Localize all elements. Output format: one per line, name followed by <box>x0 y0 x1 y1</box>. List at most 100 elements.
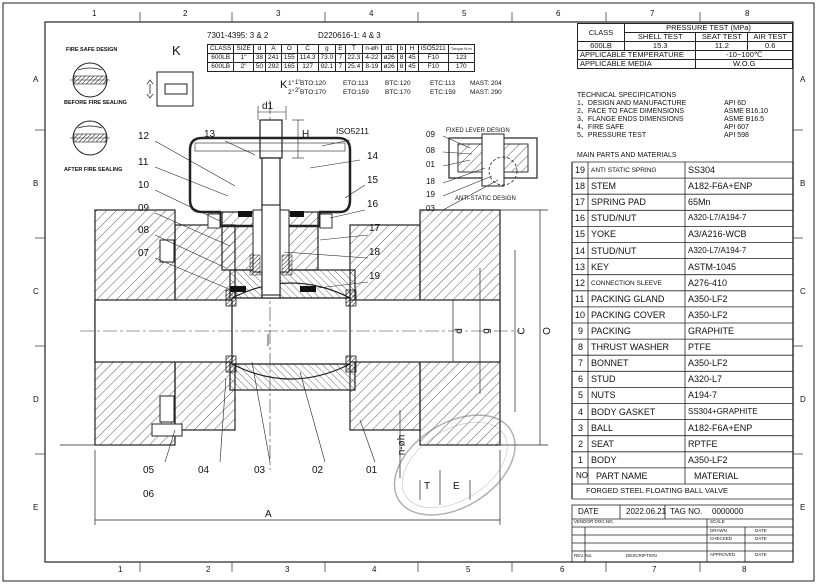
tb-description: DESCRIPTION <box>626 553 657 558</box>
yoke <box>188 136 352 228</box>
stem-assembly <box>188 106 352 346</box>
dim-ref-right: D220616-1: 4 & 3 <box>318 31 381 40</box>
dim-cell: 4-22 <box>362 53 382 63</box>
right-dimensions <box>60 209 548 525</box>
part-number: 5 <box>578 390 584 401</box>
pt-media-val: W.O.G <box>695 59 793 69</box>
pt-shell-label: SHELL TEST <box>623 32 697 42</box>
dim-cell: 45 <box>405 53 419 63</box>
grid-col-1: 1 <box>92 9 97 18</box>
callout-15: 15 <box>367 175 379 186</box>
antistatic-label: ANTI-STATIC DESIGN <box>455 196 516 202</box>
torque-value: BTC:120 <box>385 80 411 87</box>
part-name: BODY <box>591 454 617 465</box>
dim-cell: 123 <box>447 53 475 63</box>
k-sub-1: 1" <box>295 80 301 86</box>
part-number: 14 <box>575 245 586 256</box>
callout-05: 05 <box>143 465 155 476</box>
spec-value: API 607 <box>724 124 749 131</box>
dim-cell: 600LB <box>206 62 235 72</box>
dim-cell: 155 <box>280 53 298 63</box>
fixed-lever-title: FIXED LEVER DESIGN <box>446 128 510 134</box>
grid-row-c-right: C <box>800 287 806 296</box>
spec-value: API 6D <box>724 100 747 107</box>
grid-col-8-bottom: 8 <box>742 565 747 574</box>
tb-drawn: DRAWN <box>710 528 727 533</box>
dim-cell: F10 <box>417 62 449 72</box>
lever-callout-08: 08 <box>426 146 435 155</box>
callout-12: 12 <box>138 131 150 142</box>
seat-left <box>225 289 237 307</box>
dim-cell: 8 <box>396 53 407 63</box>
fire-safe-label: FIRE SAFE DESIGN <box>66 47 118 53</box>
tb-date-col-2: DATE <box>755 536 767 541</box>
dim-cell: 8-19 <box>362 62 382 72</box>
dim-cell: 165 <box>280 62 298 72</box>
dim-col-10: d1 <box>380 44 398 54</box>
grid-col-4-bottom: 4 <box>372 565 377 574</box>
lever-callout-18: 18 <box>426 177 435 186</box>
dim-cell: 241 <box>265 53 282 63</box>
dim-col-8: T <box>344 44 364 54</box>
dim-col-11: b <box>396 44 407 54</box>
part-name: BODY GASKET <box>591 406 656 417</box>
part-number: 12 <box>575 277 586 288</box>
dim-c: C <box>516 327 528 335</box>
dim-d: d <box>453 328 465 334</box>
spec-label: 1、DESIGN AND MANUFACTURE <box>577 100 687 107</box>
dim-cell: 8 <box>396 62 407 72</box>
part-material: 65Mn <box>688 197 711 208</box>
k-detail <box>146 71 194 107</box>
part-number: 3 <box>578 422 584 433</box>
grid-ticks <box>35 12 803 572</box>
part-name: STUD <box>591 374 616 385</box>
part-number: 10 <box>575 309 586 320</box>
callout-10: 10 <box>138 180 150 191</box>
part-material: A3/A216-WCB <box>688 229 747 240</box>
part-number: 17 <box>575 197 586 208</box>
part-number: 11 <box>575 293 585 304</box>
dim-cell: 1" <box>233 53 254 63</box>
lever-callout-03: 03 <box>426 204 435 213</box>
part-number: 1 <box>578 454 584 465</box>
tb-date-label: DATE <box>578 507 599 516</box>
part-material: A320-L7 <box>688 374 723 385</box>
spec-label: 4、FIRE SAFE <box>577 124 625 131</box>
pt-temp-val: -10~100℃ <box>695 50 793 60</box>
callout-08: 08 <box>138 225 150 236</box>
pt-temp-label: APPLICABLE TEMPERATURE <box>576 50 697 60</box>
dim-cell: ø26 <box>380 53 398 63</box>
tb-scale: SCALE <box>710 519 725 524</box>
dim-o: O <box>541 327 553 335</box>
part-material: RPTFE <box>688 438 718 449</box>
dim-cell: 92.1 <box>317 62 337 72</box>
leader-lines <box>154 139 376 463</box>
torque-value: MAST: 204 <box>470 80 502 87</box>
pt-air-val: 0.6 <box>747 41 793 51</box>
dim-col-5: C <box>296 44 319 54</box>
part-name: STEM <box>591 181 617 192</box>
grid-row-d: D <box>33 395 39 404</box>
tb-date-col-3: DATE <box>755 552 767 557</box>
pt-seat-label: SEAT TEST <box>695 32 749 42</box>
dim-cell: 114.3 <box>296 53 319 63</box>
grid-row-a: A <box>33 75 39 84</box>
lever-callout-01: 01 <box>426 160 435 169</box>
after-sealing-label: AFTER FIRE SEALING <box>64 167 123 173</box>
pt-shell-val: 15.3 <box>623 41 697 51</box>
callout-07: 07 <box>138 248 150 259</box>
grid-row-d-right: D <box>800 395 806 404</box>
pt-class-label: CLASS <box>577 23 625 42</box>
pressure-test-table: CLASS PRESSURE TEST (MPa) SHELL TEST SEA… <box>576 23 793 69</box>
torque-value: MAST: 290 <box>470 89 502 96</box>
lever-callout-09: 09 <box>426 130 435 139</box>
dim-col-9: n-øh <box>362 44 382 54</box>
callout-02: 02 <box>312 465 324 476</box>
product-name: FORGED STEEL FLOATING BALL VALVE <box>586 486 728 495</box>
callout-11: 11 <box>138 157 149 168</box>
parts-header-material: MATERIAL <box>694 471 739 481</box>
torque-value: ETC:113 <box>430 80 456 87</box>
fire-safe-detail-before <box>70 62 110 98</box>
